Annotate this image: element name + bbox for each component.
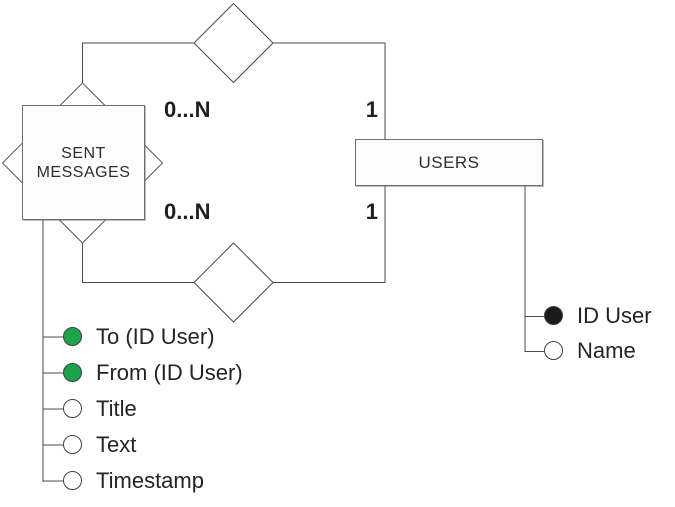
attr-dot-from <box>63 363 82 382</box>
attr-dot-text <box>63 435 82 454</box>
cardinality-top-left: 0...N <box>164 97 211 122</box>
attr-label-from: From (ID User) <box>96 360 243 385</box>
attr-label-title: Title <box>96 396 137 421</box>
bottom-relationship-diamond-icon <box>193 242 274 323</box>
attr-label-text: Text <box>96 432 137 457</box>
attr-label-name: Name <box>577 338 636 363</box>
cardinality-bottom-right: 1 <box>365 199 378 224</box>
attr-dot-name <box>544 341 563 360</box>
attr-dot-title <box>63 399 82 418</box>
cardinality-top-right: 1 <box>365 97 378 122</box>
attr-label-id-user: ID User <box>577 303 652 328</box>
top-relationship-diamond-icon <box>193 2 274 84</box>
entity-sent-messages-label: SENT MESSAGES <box>36 144 131 181</box>
attr-label-to: To (ID User) <box>96 324 215 349</box>
cardinality-bottom-left: 0...N <box>164 199 211 224</box>
attr-dot-to <box>63 327 82 346</box>
entity-users: USERS <box>355 139 543 186</box>
entity-sent-messages: SENT MESSAGES <box>22 105 145 220</box>
attr-dot-id-user <box>544 306 563 325</box>
attr-dot-timestamp <box>63 471 82 490</box>
entity-users-label: USERS <box>418 152 480 172</box>
attr-label-timestamp: Timestamp <box>96 468 204 493</box>
sent-messages-attribute-spine <box>42 220 63 482</box>
users-attribute-spine <box>524 186 544 352</box>
